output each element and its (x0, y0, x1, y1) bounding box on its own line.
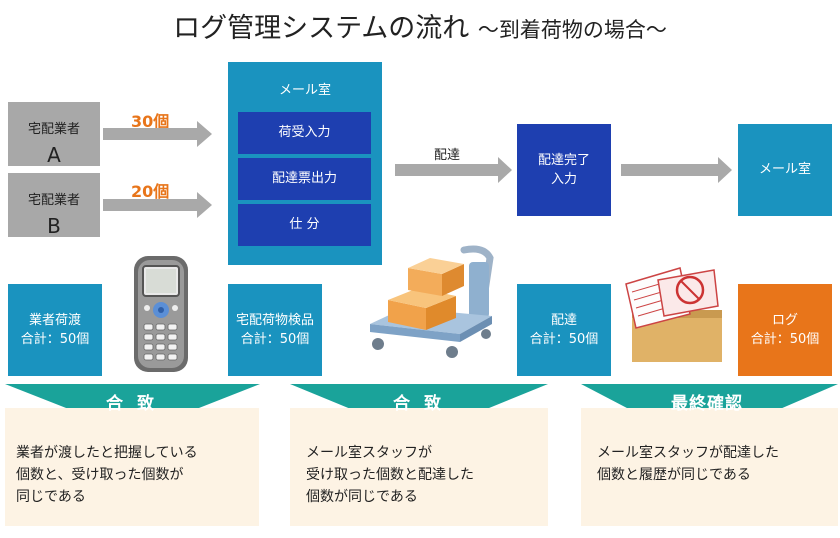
arrow-b (103, 192, 212, 218)
check-text-2-line: 個数が同じである (306, 489, 418, 505)
handover-line2: 合計：50個 (20, 332, 90, 347)
destination-label: メール室 (758, 162, 811, 178)
check-band-1 (5, 384, 260, 428)
page-title: ログ管理システムの流れ 〜到着荷物の場合〜 (0, 6, 840, 45)
check-text-1-line: 同じである (16, 489, 86, 505)
carrier-a-count: 30個 (131, 112, 170, 131)
check-text-1: 業者が渡したと把握している 個数と、受け取った個数が 同じである (16, 442, 254, 508)
step-receive-label: 荷受入力 (278, 125, 331, 141)
carrier-b-box: 宅配業者 B (8, 173, 100, 238)
arrow-a (103, 121, 212, 147)
check-label-3: 最終確認 (671, 394, 743, 414)
step-receive: 荷受入力 (238, 112, 371, 154)
check-text-1-line: 業者が渡したと把握している (16, 445, 198, 461)
inspection-box: 宅配荷物検品 合計：50個 (228, 284, 322, 376)
log-line1: ログ (771, 312, 798, 328)
step-print-label: 配達票出力 (271, 171, 337, 187)
check-label-2: 合 致 (393, 394, 445, 414)
arrow-complete (621, 157, 732, 183)
inspection-line2: 合計：50個 (240, 332, 310, 347)
check-text-2-line: メール室スタッフが (306, 445, 432, 461)
delivery-line2: 合計：50個 (529, 332, 599, 347)
check-band-2 (290, 384, 548, 428)
step-print: 配達票出力 (238, 158, 371, 200)
complete-line1: 配達完了 (537, 152, 590, 168)
handover-box: 業者荷渡 合計：50個 (8, 284, 102, 376)
title-sub: 〜到着荷物の場合〜 (477, 18, 667, 42)
check-panel-2 (290, 408, 548, 526)
box-with-slips-icon (625, 267, 722, 362)
check-text-3-line: 個数と履歴が同じである (597, 467, 751, 483)
title-main: ログ管理システムの流れ (173, 13, 470, 44)
delivery-complete-box: 配達完了 入力 (517, 124, 611, 216)
check-text-3: メール室スタッフが配達した 個数と履歴が同じである (597, 442, 835, 486)
log-line2: 合計：50個 (750, 332, 820, 347)
cart-with-boxes-icon (370, 245, 494, 358)
carrier-b-label: 宅配業者 (27, 193, 80, 208)
check-panel-1 (5, 408, 259, 526)
log-box: ログ 合計：50個 (738, 284, 832, 376)
check-label-1: 合 致 (106, 394, 158, 414)
check-text-2-line: 受け取った個数と配達した (306, 467, 474, 483)
delivery-box: 配達 合計：50個 (517, 284, 611, 376)
complete-line2: 入力 (550, 172, 577, 187)
delivery-label: 配達 (434, 148, 461, 163)
carrier-a-label: 宅配業者 (27, 122, 80, 137)
handheld-scanner-icon (134, 256, 188, 372)
arrow-delivery (395, 157, 512, 183)
handover-line1: 業者荷渡 (28, 312, 81, 328)
carrier-b-count: 20個 (131, 182, 170, 201)
carrier-a-letter: A (47, 143, 61, 167)
step-sort-label: 仕 分 (289, 217, 320, 233)
check-text-3-line: メール室スタッフが配達した (597, 445, 779, 461)
step-sort: 仕 分 (238, 204, 371, 246)
check-panel-3 (581, 408, 838, 526)
check-text-2: メール室スタッフが 受け取った個数と配達した 個数が同じである (306, 442, 544, 508)
inspection-line1: 宅配荷物検品 (235, 312, 314, 328)
carrier-b-letter: B (47, 214, 61, 238)
delivery-line1: 配達 (550, 312, 577, 328)
carrier-a-box: 宅配業者 A (8, 102, 100, 167)
check-text-1-line: 個数と、受け取った個数が (16, 467, 184, 483)
mailroom-title: メール室 (278, 83, 331, 98)
destination-box: メール室 (738, 124, 832, 216)
